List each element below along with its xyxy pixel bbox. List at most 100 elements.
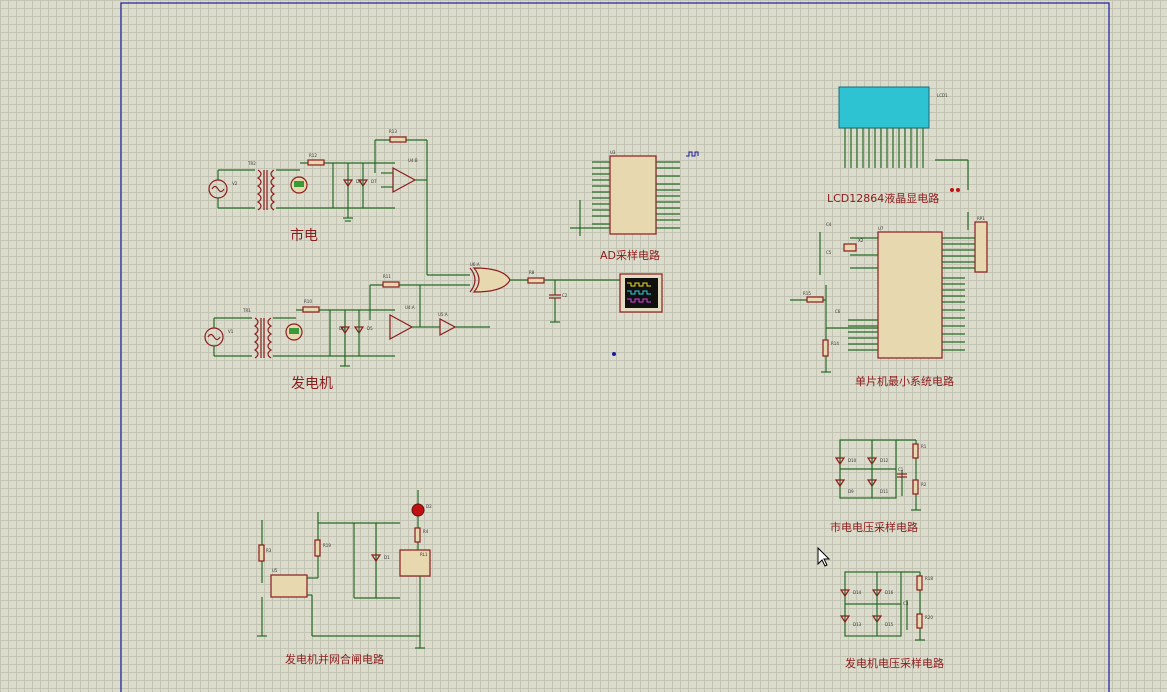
r4-label: R4 <box>423 529 429 534</box>
r19-label: R19 <box>323 543 331 548</box>
r1-label: R1 <box>921 444 927 449</box>
d12-label: D12 <box>880 458 889 463</box>
d14-label: D14 <box>853 590 862 595</box>
c2-label: C2 <box>562 293 568 298</box>
clock-icon <box>686 151 699 157</box>
resistor-pack-icon <box>974 221 988 273</box>
r12-label: R12 <box>309 153 317 158</box>
r12 <box>307 159 325 166</box>
sheet-border <box>120 2 1110 692</box>
section-title-mcu: 单片机最小系统电路 <box>855 374 954 388</box>
d10-label: D10 <box>848 458 857 463</box>
mouse-cursor-icon <box>817 546 831 567</box>
v1-label: V1 <box>228 329 234 334</box>
ad-sampling-circuit: U3 AD采样电路 <box>570 150 699 262</box>
section-title-ad: AD采样电路 <box>600 248 660 262</box>
lcd-icon <box>838 86 930 129</box>
led-icon <box>411 503 425 517</box>
d8-label: D8 <box>356 179 362 184</box>
transformer-icon <box>253 317 273 359</box>
d5-label: D5 <box>367 326 373 331</box>
section-title-mains: 市电 <box>290 227 318 244</box>
c5-label: C5 <box>826 250 832 255</box>
mcu-circuit: U7 RP1 X2 C4 C5 C6 R15 <box>790 216 988 388</box>
u6a-label: U6:A <box>470 262 480 267</box>
d13-label: D13 <box>853 622 862 627</box>
diode-icon <box>834 479 846 488</box>
section-title-mains-sampling: 市电电压采样电路 <box>830 520 918 534</box>
c6-label: C6 <box>835 309 841 314</box>
op-amp-icon <box>392 166 417 194</box>
xor-phase-circuit: U6:A R8 C2 <box>469 262 663 356</box>
r11 <box>382 281 400 288</box>
generator-input-circuit: V1 TR1 R10 D6 D5 U4:A R11 <box>204 274 490 392</box>
u5a-label: U5:A <box>438 312 448 317</box>
r18 <box>916 575 923 591</box>
r18-label: R18 <box>925 576 933 581</box>
rl1-label: RL1 <box>420 552 428 557</box>
ic-chip-icon <box>877 231 943 359</box>
c1-label: C1 <box>898 467 904 472</box>
diode-icon <box>370 554 382 563</box>
section-title-generator: 发电机 <box>291 376 333 392</box>
generator-sampling-circuit: D14 D16 D13 D15 R18 R20 C3 发电机电压采样电路 <box>839 571 944 670</box>
r11-label: R11 <box>383 274 391 279</box>
r2-label: R2 <box>921 482 927 487</box>
diode-icon <box>339 326 351 335</box>
d7-label: D7 <box>371 179 377 184</box>
generator-close-circuit: R3 U5 R19 D1 RL1 D2 R4 发电机并网合闸电路 <box>257 490 432 666</box>
crystal-icon <box>843 243 857 252</box>
section-title-gen-close: 发电机并网合闸电路 <box>285 652 384 666</box>
r13-label: R13 <box>389 129 397 134</box>
lcd1-label: LCD1 <box>937 93 948 98</box>
r14 <box>822 339 829 357</box>
diode-icon <box>342 179 354 188</box>
u4b-label: U4:B <box>408 158 418 163</box>
r15-label: R15 <box>803 291 811 296</box>
v2-label: V2 <box>232 181 238 186</box>
u3-label: U3 <box>610 150 616 155</box>
r3 <box>258 544 265 562</box>
section-title-gen-sampling: 发电机电压采样电路 <box>845 656 944 670</box>
optocoupler-icon <box>270 574 308 598</box>
transformer-icon <box>256 169 276 211</box>
ic-chip-icon <box>609 155 657 235</box>
diode-icon <box>839 589 851 598</box>
c3-label: C3 <box>903 601 909 606</box>
d1-label: D1 <box>384 555 390 560</box>
d15-label: D15 <box>885 622 894 627</box>
u5-label: U5 <box>272 568 278 573</box>
d6-label: D6 <box>339 326 345 331</box>
r1 <box>912 443 919 459</box>
r4 <box>414 527 421 543</box>
d9-label: D9 <box>848 489 854 494</box>
u4a-label: U4:A <box>405 305 415 310</box>
r15 <box>806 296 824 303</box>
r20 <box>916 613 923 629</box>
section-title-lcd: LCD12864液晶显电路 <box>827 191 939 205</box>
xor-gate-icon <box>472 267 511 293</box>
op-amp-icon <box>389 313 414 341</box>
diode-icon <box>834 457 846 466</box>
r19 <box>314 539 321 557</box>
r10 <box>302 306 320 313</box>
x2-label: X2 <box>858 238 864 243</box>
lcd-circuit: LCD1 LCD12864液晶显电路 <box>827 86 969 230</box>
r8 <box>527 277 545 284</box>
tr1-label: TR1 <box>242 308 251 313</box>
mains-sampling-circuit: D10 D12 D9 D11 R1 R2 C1 市电电压采样电路 <box>830 439 927 534</box>
d2-label: D2 <box>426 504 432 509</box>
r13 <box>389 136 407 143</box>
buffer-icon <box>439 318 457 336</box>
r10-label: R10 <box>304 299 312 304</box>
mains-input-circuit: V2 TR2 R12 D8 D7 U4:B <box>208 129 470 276</box>
relay-icon <box>399 549 431 577</box>
r8-label: R8 <box>529 270 535 275</box>
rp1-label: RP1 <box>977 216 985 221</box>
tr2-label: TR2 <box>247 161 256 166</box>
d16-label: D16 <box>885 590 894 595</box>
r20-label: R20 <box>925 615 933 620</box>
r2 <box>912 479 919 495</box>
